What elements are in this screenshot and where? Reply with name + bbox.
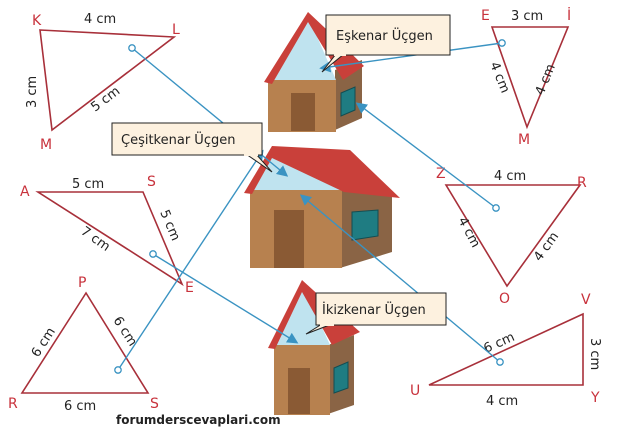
side-label-vy: 3 cm (587, 338, 602, 370)
callout-middle-text: Çeşitkenar Üçgen (121, 131, 235, 148)
connector-vuy-start-dot (496, 358, 504, 366)
callout-bottom-text: İkizkenar Üçgen (322, 301, 426, 318)
side-label-im: 4 cm (533, 62, 559, 97)
vertex-label-a: A (20, 184, 30, 200)
vertex-label-s2: S (150, 396, 159, 412)
side-label-zo: 4 cm (454, 215, 482, 250)
house-middle-roof (244, 146, 400, 198)
callout-middle-gap (244, 153, 258, 156)
house-top-window (340, 86, 356, 117)
vertex-label-e: E (481, 8, 490, 24)
side-label-em: 4 cm (486, 60, 512, 95)
side-label-zr: 4 cm (494, 169, 526, 184)
vertex-label-s: S (147, 174, 156, 190)
vertex-label-m2: M (518, 132, 530, 148)
house-middle-door (274, 210, 304, 268)
triangle-zro: Z R O 4 cm 4 cm 4 cm (436, 166, 587, 307)
connector-eim-start-dot (498, 39, 506, 47)
triangle-eim: E İ M 3 cm 4 cm 4 cm (481, 6, 571, 148)
house-bottom-window (333, 361, 349, 394)
house-middle (244, 146, 400, 268)
vertex-label-l: L (172, 22, 180, 38)
connector-klm-start-dot (128, 44, 136, 52)
vertex-label-y: Y (590, 390, 600, 406)
connector-zro-to-top (355, 102, 497, 209)
vertex-label-z: Z (436, 166, 446, 182)
vertex-label-u: U (410, 383, 420, 399)
triangle-vuy-shape (428, 312, 584, 386)
connector-zro-start-dot (492, 204, 500, 212)
side-label-ei: 3 cm (511, 9, 543, 24)
vertex-label-r: R (577, 175, 587, 191)
triangle-prs-shape (20, 291, 150, 394)
callout-middle-box (111, 122, 263, 156)
connector-prs-start-dot (114, 366, 122, 374)
connector-klm-to-middle (131, 47, 289, 177)
callout-top-gap (334, 53, 346, 56)
side-label-se: 5 cm (156, 208, 182, 244)
side-label-uy: 4 cm (486, 394, 518, 409)
callout-bottom: İkizkenar Üçgen (305, 292, 447, 335)
vertex-label-i: İ (567, 6, 571, 24)
triangle-zro-shape (444, 184, 582, 288)
callout-top: Eşkenar Üçgen (321, 14, 451, 73)
connector-ase-start-dot (149, 250, 157, 258)
callout-bottom-gap (320, 323, 334, 326)
connector-prs-to-top (117, 149, 264, 371)
house-bottom-roof (268, 280, 360, 349)
callout-bottom-box (315, 292, 447, 326)
side-label-rs: 6 cm (64, 399, 96, 414)
house-middle-window (351, 209, 379, 241)
side-label-km: 3 cm (25, 76, 40, 108)
vertex-label-m: M (40, 137, 52, 153)
triangle-ase-shape (35, 191, 184, 287)
house-top-door (291, 93, 315, 131)
house-bottom-door (288, 368, 310, 414)
callout-top-text: Eşkenar Üçgen (336, 27, 433, 44)
triangle-prs: P R S 6 cm 6 cm 6 cm (8, 275, 159, 414)
triangle-klm-shape (39, 29, 177, 132)
triangle-ase: A S E 5 cm 5 cm 7 cm (20, 174, 194, 296)
triangle-eim-shape (490, 26, 570, 130)
side-label-as: 5 cm (72, 177, 104, 192)
vertex-label-k: K (32, 13, 42, 29)
vertex-label-v: V (581, 292, 591, 308)
connector-ase-to-bottom (152, 253, 299, 344)
vertex-label-r2: R (8, 396, 18, 412)
vertex-label-p: P (78, 275, 86, 291)
callout-middle: Çeşitkenar Üçgen (111, 122, 273, 173)
side-label-kl: 4 cm (84, 12, 116, 27)
vertex-label-e2: E (185, 280, 194, 296)
watermark: forumderscevaplari.com (116, 413, 281, 427)
vertex-label-o: O (499, 291, 510, 307)
callout-top-box (325, 14, 451, 56)
connector-vuy-to-middle (299, 194, 501, 363)
house-middle-gable (250, 152, 342, 190)
